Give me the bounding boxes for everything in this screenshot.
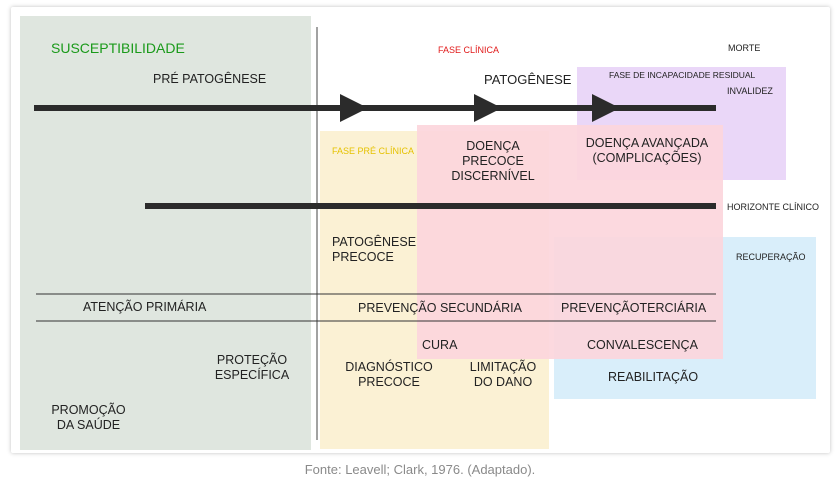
damage-limitation-line-2: DO DANO: [473, 375, 533, 389]
tertiary-prevention-label: PREVENÇÃOTERCIÁRIA: [561, 301, 707, 315]
advanced-disease-line-1: DOENÇA AVANÇADA: [585, 136, 709, 150]
figure-caption: Fonte: Leavell; Clark, 1976. (Adaptado).: [304, 462, 536, 477]
health-promotion-line-1: PROMOÇÃO: [51, 403, 126, 417]
residual-disability-phase-label: FASE DE INCAPACIDADE RESIDUAL: [609, 70, 756, 80]
pathogenesis-label: PATOGÊNESE: [484, 72, 572, 87]
damage-limitation-line-1: LIMITAÇÃO: [469, 360, 537, 374]
pre-clinical-phase-label: FASE PRÉ CLÍNICA: [332, 146, 415, 156]
death-label: MORTE: [728, 43, 761, 53]
specific-protection-line-2: ESPECÍFICA: [214, 368, 290, 382]
early-diagnosis-line-1: DIAGNÓSTICO: [345, 360, 433, 374]
clinical-horizon-label: HORIZONTE CLÍNICO: [727, 202, 820, 212]
susceptibility-zone: [20, 16, 311, 450]
early-pathogenesis-line-2: PRECOCE: [332, 250, 394, 264]
diagram-card: SUSCEPTIBILIDADE PRÉ PATOGÊNESE FASE CLÍ…: [11, 7, 830, 453]
early-pathogenesis-line-1: PATOGÊNESE: [332, 235, 417, 249]
primary-care-label: ATENÇÃO PRIMÁRIA: [83, 300, 207, 314]
specific-protection-line-1: PROTEÇÃO: [216, 353, 288, 367]
timeline-lines: [34, 27, 716, 440]
discernible-disease-line-2: PRECOCE: [462, 154, 524, 168]
convalescence-label: CONVALESCENÇA: [587, 338, 698, 352]
recovery-label: RECUPERAÇÃO: [736, 252, 806, 262]
arrowhead-1: [340, 94, 368, 122]
secondary-prevention-label: PREVENÇÃO SECUNDÁRIA: [358, 301, 522, 315]
cure-label: CURA: [422, 338, 458, 352]
rehabilitation-label: REABILITAÇÃO: [608, 370, 699, 384]
advanced-disease-line-2: (COMPLICAÇÕES): [592, 151, 702, 165]
early-diagnosis-line-2: PRECOCE: [358, 375, 420, 389]
clinical-phase-label: FASE CLÍNICA: [438, 45, 500, 55]
arrowhead-2: [474, 94, 502, 122]
susceptibility-label: SUSCEPTIBILIDADE: [51, 40, 185, 56]
discernible-disease-line-3: DISCERNÍVEL: [451, 169, 535, 183]
arrowhead-3: [592, 94, 620, 122]
health-promotion-line-2: DA SAÚDE: [56, 418, 121, 432]
disease-zone: [417, 125, 723, 359]
disability-label: INVALIDEZ: [727, 86, 773, 96]
pre-pathogenesis-label: PRÉ PATOGÊNESE: [153, 72, 267, 86]
discernible-disease-line-1: DOENÇA: [466, 139, 520, 153]
